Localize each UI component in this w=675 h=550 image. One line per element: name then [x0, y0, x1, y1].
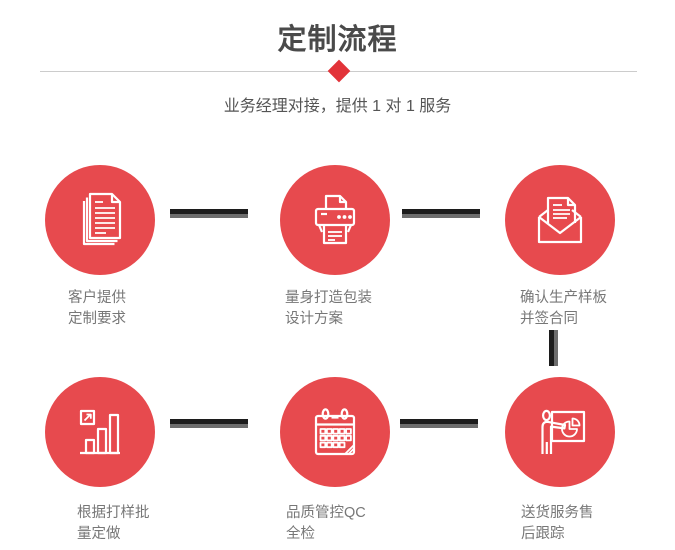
connector-horizontal-2 [402, 209, 480, 218]
diamond-icon [327, 59, 351, 83]
calendar-icon [314, 408, 356, 456]
step-circle-1 [45, 165, 155, 275]
step-label-2: 量身打造包装 设计方案 [285, 288, 372, 330]
envelope-icon [537, 196, 583, 244]
step-label-1-line1: 客户提供 [68, 290, 126, 306]
connector-horizontal-4 [400, 419, 478, 428]
step-circle-3 [505, 165, 615, 275]
step-label-2-line2: 设计方案 [285, 311, 343, 327]
connector-vertical [549, 330, 558, 366]
step-label-1: 客户提供 定制要求 [68, 288, 126, 330]
presenter-icon [541, 409, 586, 454]
step-label-3: 确认生产样板 并签合同 [520, 288, 607, 330]
page-title: 定制流程 [277, 24, 398, 56]
connector-horizontal-3 [170, 419, 248, 428]
step-circle-4 [45, 377, 155, 487]
subtitle: 业务经理对接，提供 1 对 1 服务 [223, 98, 452, 115]
step-label-4-line1: 根据打样批 [77, 505, 150, 521]
step-circle-2 [280, 165, 390, 275]
connector-horizontal-1 [170, 209, 248, 218]
step-label-4: 根据打样批 量定做 [77, 503, 150, 545]
step-label-6-line2: 后跟踪 [521, 526, 565, 542]
step-label-6: 送货服务售 后跟踪 [521, 503, 594, 545]
printer-icon [314, 194, 356, 245]
step-label-5-line2: 全检 [286, 526, 315, 542]
step-label-6-line1: 送货服务售 [521, 505, 594, 521]
step-label-3-line1: 确认生产样板 [520, 290, 607, 306]
bar-chart-icon [79, 409, 120, 455]
step-label-3-line2: 并签合同 [520, 311, 578, 327]
step-label-5: 品质管控QC 全检 [286, 503, 366, 545]
step-circle-5 [280, 377, 390, 487]
documents-icon [82, 192, 122, 246]
step-circle-6 [505, 377, 615, 487]
step-label-1-line2: 定制要求 [68, 311, 126, 327]
step-label-5-line1: 品质管控QC [286, 505, 366, 521]
step-label-2-line1: 量身打造包装 [285, 290, 372, 306]
step-label-4-line2: 量定做 [77, 526, 121, 542]
